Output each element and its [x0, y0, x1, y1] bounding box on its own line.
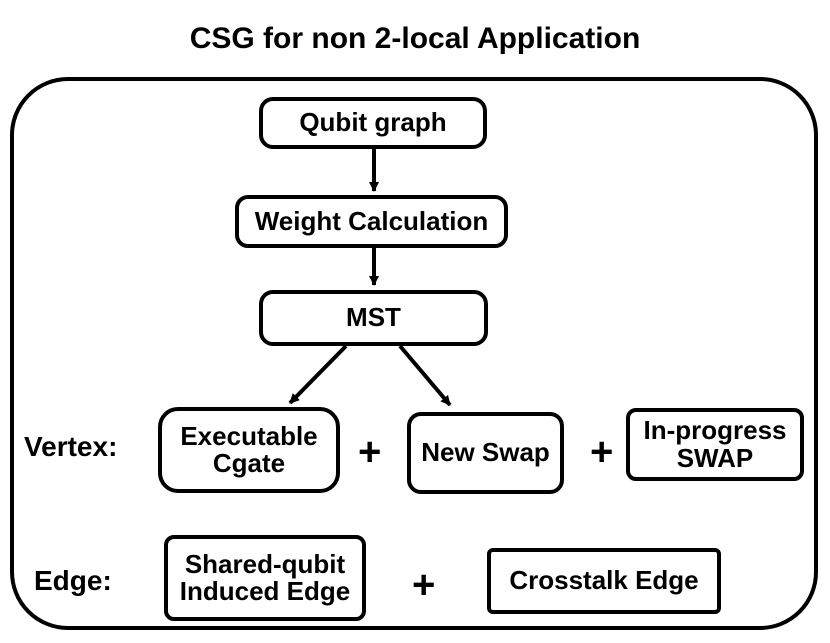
weight-calculation-box: Weight Calculation [235, 195, 508, 248]
crosstalk-edge-box: Crosstalk Edge [487, 548, 721, 614]
arrow-mst-to-newswap [398, 344, 452, 407]
shared-qubit-edge-box: Shared-qubit Induced Edge [164, 535, 366, 621]
shared-qubit-edge-line1: Shared-qubit [184, 548, 346, 579]
edge-label: Edge: [34, 565, 112, 596]
weight-calculation-label: Weight Calculation [254, 205, 489, 236]
mst-box: MST [259, 290, 488, 346]
new-swap-box: New Swap [407, 412, 564, 494]
vertex-plus-2: + [590, 430, 614, 474]
qubit-graph-label: Qubit graph [299, 107, 447, 138]
outer-frame [10, 77, 818, 630]
vertex-plus-1: + [358, 430, 382, 474]
diagram-title: CSG for non 2-local Application [189, 22, 641, 55]
crosstalk-edge-label: Crosstalk Edge [509, 565, 699, 596]
arrow-mst-to-executable [288, 344, 348, 405]
edge-plus: + [412, 563, 436, 607]
executable-cgate-line2: Cgate [212, 448, 286, 478]
new-swap-label: New Swap [421, 437, 550, 468]
in-progress-swap-line1: In-progress [643, 415, 787, 446]
qubit-graph-box: Qubit graph [259, 97, 487, 149]
in-progress-swap-line2: SWAP [676, 442, 754, 473]
executable-cgate-box: Executable Cgate [158, 407, 340, 493]
shared-qubit-edge-line2: Induced Edge [179, 576, 351, 606]
mst-label: MST [346, 302, 401, 333]
in-progress-swap-box: In-progress SWAP [626, 408, 804, 481]
executable-cgate-line1: Executable [180, 420, 318, 451]
vertex-label: Vertex: [24, 431, 118, 462]
